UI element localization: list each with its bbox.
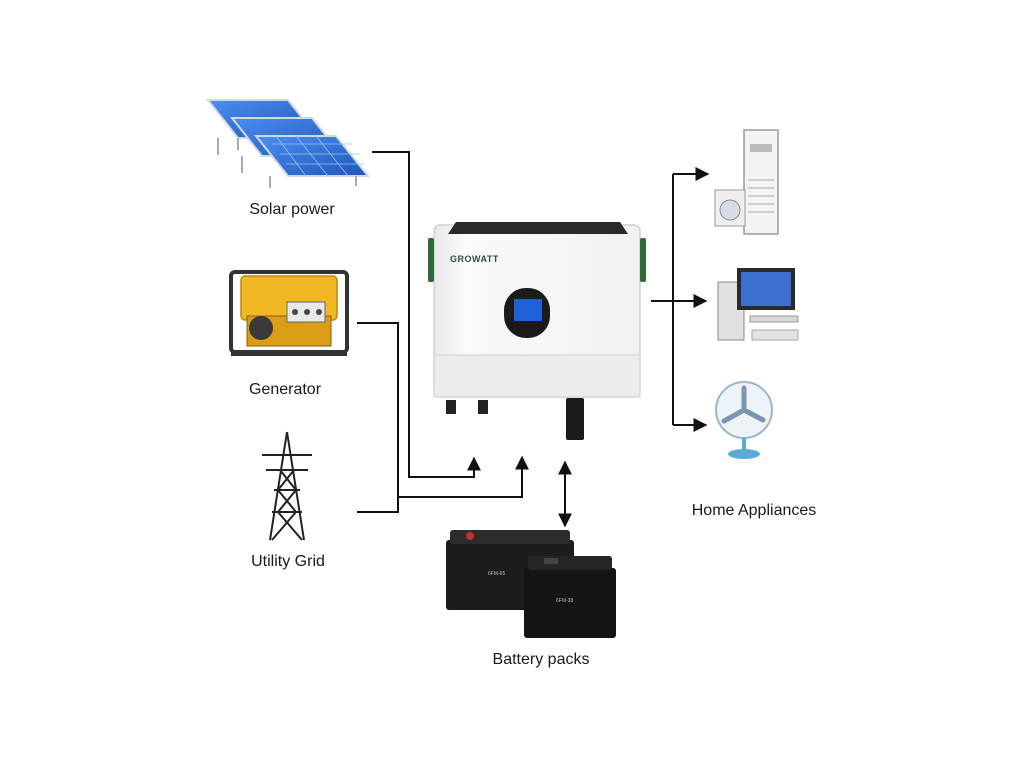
air-conditioner-icon [744, 130, 778, 234]
utility-tower-icon [262, 432, 312, 540]
label-utility-grid: Utility Grid [251, 553, 325, 571]
battery-small-icon: 6FM-38 [524, 556, 616, 638]
solar-panel-icon [208, 100, 368, 188]
label-home-appliances: Home Appliances [692, 502, 817, 520]
label-battery-packs: Battery packs [493, 651, 590, 669]
inverter-brand: GROWATT [450, 254, 499, 264]
grid-connection-line [357, 497, 398, 512]
battery-large-mark: 6FM-65 [488, 571, 505, 577]
inverter-device: GROWATT [428, 222, 646, 440]
computer-icon [718, 268, 798, 340]
battery-small-mark: 6FM-38 [556, 598, 573, 604]
label-solar-power: Solar power [249, 201, 334, 219]
label-generator: Generator [249, 381, 321, 399]
washing-machine-icon [715, 190, 745, 226]
electric-fan-icon [716, 382, 772, 459]
inverter-screen [514, 299, 542, 321]
output-connection-lines [651, 174, 708, 425]
generator-icon [231, 272, 347, 356]
